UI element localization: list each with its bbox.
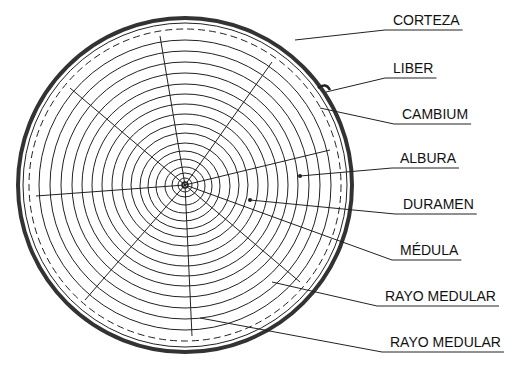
ray bbox=[185, 150, 330, 185]
ray bbox=[160, 36, 185, 185]
ray bbox=[70, 88, 185, 185]
medullary-rays bbox=[36, 36, 330, 336]
bark-crack bbox=[318, 85, 330, 90]
target-dots bbox=[248, 174, 302, 202]
growth-rings bbox=[18, 18, 352, 352]
ray bbox=[85, 185, 185, 300]
ray bbox=[36, 185, 185, 196]
part-label: ALBURA bbox=[400, 150, 456, 166]
part-label: MÉDULA bbox=[400, 242, 458, 258]
leader-line bbox=[295, 30, 463, 40]
cambium-line bbox=[29, 29, 341, 341]
leader-line bbox=[200, 318, 504, 352]
ray bbox=[185, 185, 300, 282]
part-label: RAYO MEDULAR bbox=[385, 288, 496, 304]
part-label: RAYO MEDULAR bbox=[390, 334, 501, 350]
part-label: CAMBIUM bbox=[402, 106, 468, 122]
phloem-line bbox=[23, 23, 347, 347]
part-label: DURAMEN bbox=[403, 196, 474, 212]
leader-line bbox=[300, 168, 459, 176]
ray bbox=[185, 62, 272, 185]
leader-line bbox=[272, 282, 499, 306]
leader-line bbox=[326, 78, 436, 92]
ray bbox=[185, 185, 192, 336]
part-label: LIBER bbox=[393, 60, 433, 76]
bark bbox=[18, 18, 352, 352]
part-label: CORTEZA bbox=[393, 12, 460, 28]
